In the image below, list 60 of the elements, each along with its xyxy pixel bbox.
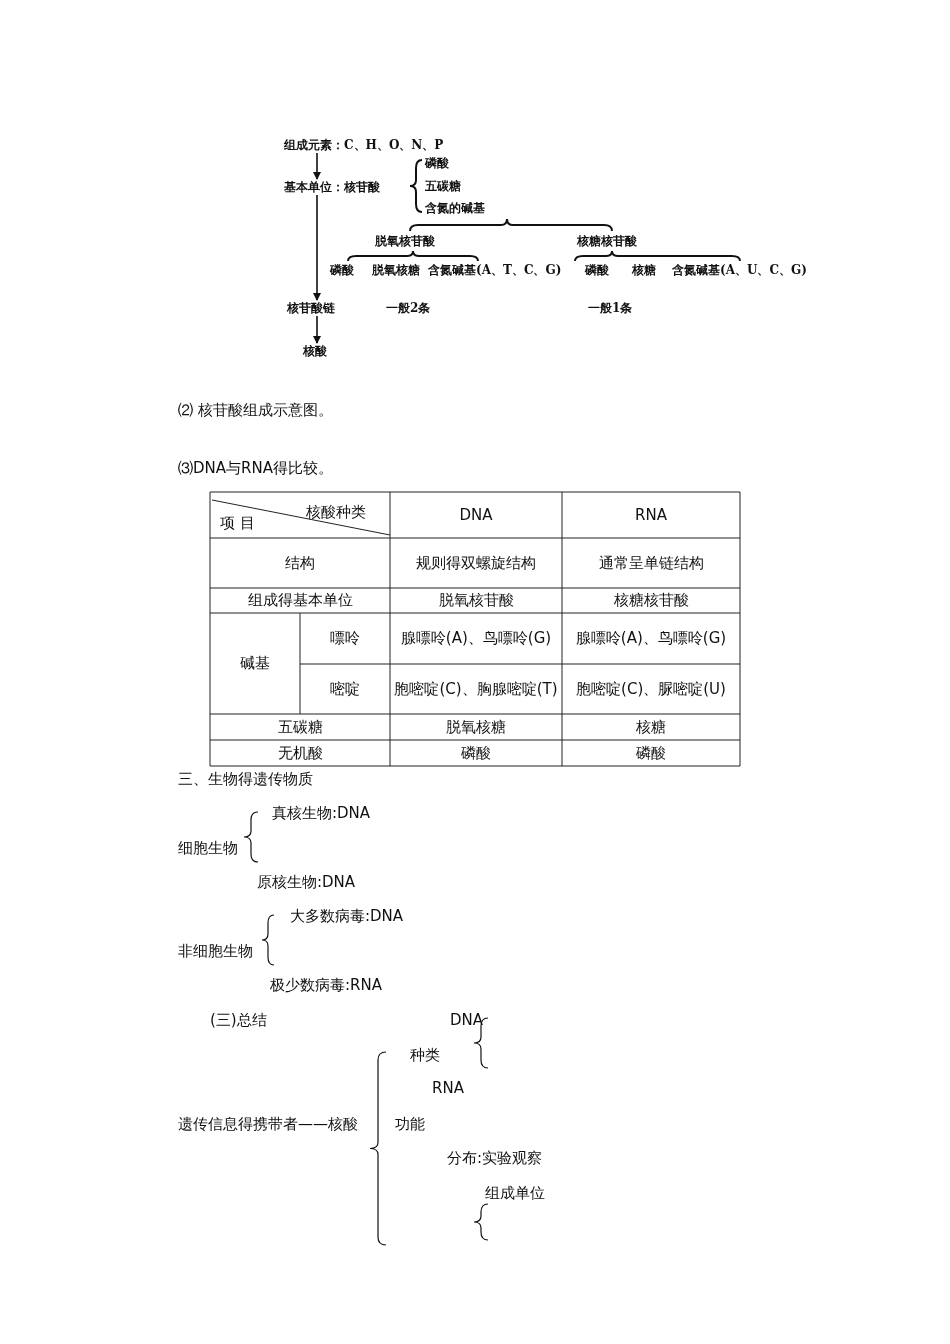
component-text: 一般2条 <box>386 301 431 315</box>
table-text: 胞嘧啶(C)、胸腺嘧啶(T) <box>393 679 559 700</box>
table-text: 磷酸 <box>635 743 667 764</box>
table-text: RNA <box>634 505 668 526</box>
heading: (三)总结 <box>210 1011 267 1029</box>
step-text: 核苷酸链 <box>287 301 335 315</box>
table-text: 碱基 <box>239 653 271 674</box>
table-text: 脱氧核糖 <box>445 717 507 738</box>
arrow <box>313 315 321 344</box>
body-text: 分布:实验观察 <box>447 1149 543 1167</box>
body-text: 原核生物:DNA <box>257 873 356 891</box>
component-text: 脱氧核糖 <box>372 263 420 277</box>
table-text: 通常呈单链结构 <box>597 553 705 574</box>
table-text: 规则得双螺旋结构 <box>415 553 537 574</box>
arrow <box>313 194 321 301</box>
component-text: 五碳糖 <box>425 179 461 193</box>
table-text: 组成得基本单位 <box>246 590 354 611</box>
step-text: 核酸 <box>303 344 327 358</box>
table-text: 五碳糖 <box>276 717 324 738</box>
table-text: 腺嘌呤(A)、鸟嘌呤(G) <box>574 628 728 649</box>
component-text: 脱氧核苷酸 <box>375 234 435 248</box>
table-text: DNA <box>458 505 494 526</box>
body-text: 大多数病毒:DNA <box>290 907 404 925</box>
table-text: 嘌呤 <box>329 628 361 649</box>
heading: 三、生物得遗传物质 <box>178 770 313 788</box>
step-text: 组成元素：C、H、O、N、P <box>284 138 444 152</box>
body-text: 极少数病毒:RNA <box>270 976 382 994</box>
body-text: 种类 <box>410 1046 440 1064</box>
arrow <box>313 152 321 180</box>
component-text: 含氮碱基(A、T、C、G) <box>428 263 562 277</box>
heading: ⑶DNA与RNA得比较。 <box>178 459 333 477</box>
body-text: 功能 <box>395 1115 425 1133</box>
step-text: 基本单位：核苷酸 <box>284 180 380 194</box>
table-text: 核糖 <box>635 717 667 738</box>
component-text: 磷酸 <box>585 263 609 277</box>
body-text: 非细胞生物 <box>178 942 253 960</box>
component-text: 一般1条 <box>588 301 633 315</box>
table-text: 磷酸 <box>460 743 492 764</box>
heading: ⑵ 核苷酸组成示意图。 <box>178 401 333 419</box>
table-text: 结构 <box>284 553 316 574</box>
body-text: DNA <box>450 1011 484 1029</box>
body-text: RNA <box>432 1079 464 1097</box>
component-text: 核糖 <box>632 263 656 277</box>
component-text: 磷酸 <box>330 263 354 277</box>
table-text: 核糖核苷酸 <box>612 590 690 611</box>
component-text: 含氮的碱基 <box>425 201 485 215</box>
component-text: 含氮碱基(A、U、C、G) <box>672 263 807 277</box>
table-text: 无机酸 <box>276 743 324 764</box>
table-text: 脱氧核苷酸 <box>437 590 515 611</box>
component-text: 核糖核苷酸 <box>577 234 637 248</box>
table-text: 腺嘌呤(A)、鸟嘌呤(G) <box>399 628 553 649</box>
body-text: 细胞生物 <box>178 839 238 857</box>
table-header-text: 核酸种类 <box>306 503 366 521</box>
body-text: 遗传信息得携带者——核酸 <box>178 1115 358 1133</box>
table-text: 胞嘧啶(C)、脲嘧啶(U) <box>575 679 727 700</box>
table-text: 嘧啶 <box>329 679 361 700</box>
body-text: 真核生物:DNA <box>272 804 371 822</box>
table-header-text: 项 目 <box>220 514 255 532</box>
component-text: 磷酸 <box>425 156 449 170</box>
body-text: 组成单位 <box>485 1184 545 1202</box>
